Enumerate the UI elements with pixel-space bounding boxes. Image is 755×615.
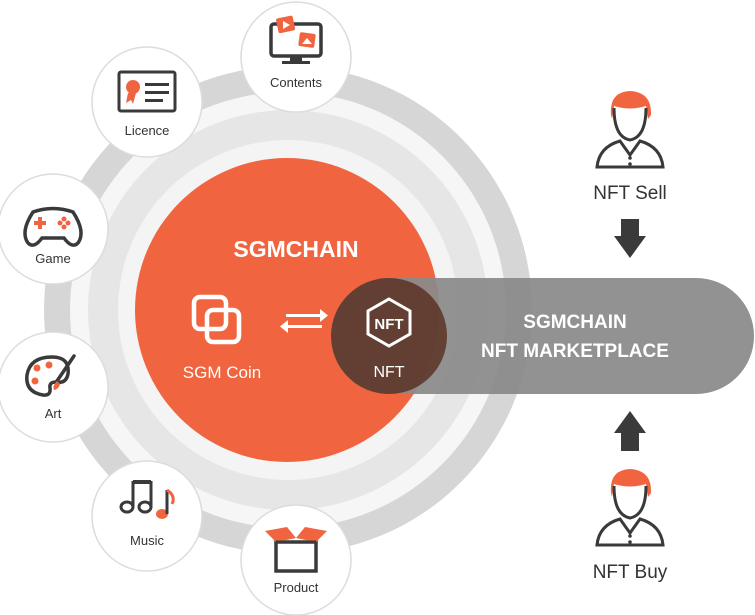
exchange-arrows-icon bbox=[280, 309, 328, 333]
svg-text:NFT: NFT bbox=[374, 316, 403, 333]
arrow-up-icon bbox=[614, 411, 646, 451]
category-music: Music bbox=[91, 460, 203, 572]
category-product-label: Product bbox=[274, 580, 319, 595]
sgm-coin-icon bbox=[191, 294, 242, 345]
seller-person-icon bbox=[595, 91, 665, 169]
category-product: Product bbox=[240, 504, 352, 615]
category-music-label: Music bbox=[130, 533, 164, 548]
category-licence-label: Licence bbox=[125, 123, 170, 138]
category-licence: Licence bbox=[91, 46, 203, 158]
nft-label: NFT bbox=[373, 364, 404, 381]
category-game-label: Game bbox=[35, 251, 70, 266]
marketplace-title-line2: NFT MARKETPLACE bbox=[481, 341, 669, 362]
buyer-person-icon bbox=[595, 469, 665, 547]
box-icon bbox=[265, 527, 327, 573]
nft-circle bbox=[331, 278, 447, 394]
category-art: Art bbox=[0, 331, 109, 443]
sgm-coin-label: SGM Coin bbox=[183, 363, 261, 382]
arrow-down-icon bbox=[614, 219, 646, 258]
gamepad-icon bbox=[23, 206, 83, 247]
certificate-icon bbox=[117, 70, 177, 113]
category-contents: Contents bbox=[240, 1, 352, 113]
marketplace-title-line1: SGMCHAIN bbox=[523, 312, 626, 333]
nft-logo-icon: NFT bbox=[366, 297, 412, 348]
category-contents-label: Contents bbox=[270, 75, 323, 90]
category-game: Game bbox=[0, 173, 109, 285]
nft-sell-label: NFT Sell bbox=[593, 183, 667, 204]
monitor-media-icon bbox=[269, 15, 323, 64]
music-notes-icon bbox=[119, 480, 175, 519]
core-title: SGMCHAIN bbox=[233, 236, 358, 262]
palette-icon bbox=[25, 354, 76, 397]
nft-buy-label: NFT Buy bbox=[593, 562, 668, 583]
category-art-label: Art bbox=[45, 406, 62, 421]
